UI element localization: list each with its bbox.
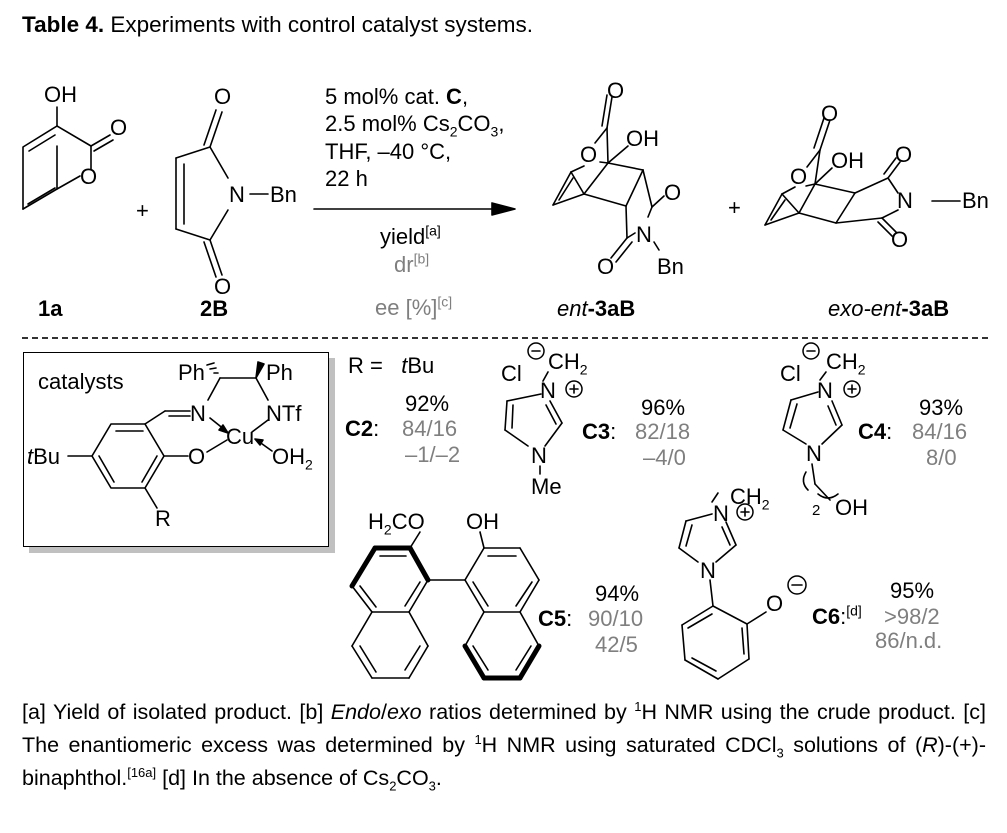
plus-sign: + [728, 195, 741, 220]
atom-cl: Cl [780, 361, 801, 386]
r-group: R = tBu [348, 353, 435, 378]
atom-n-imine: N [190, 401, 206, 426]
atom-ch2: CH2 [548, 349, 588, 378]
atom-o-top: O [607, 78, 625, 103]
compound-label-1a: 1a [38, 296, 63, 321]
c6-dr: >98/2 [884, 604, 940, 629]
atom-oh: OH [466, 509, 499, 534]
c4-ee: 8/0 [926, 445, 957, 470]
c4-yield: 93% [919, 395, 964, 420]
atom-n: N [700, 558, 716, 583]
c3-label: C3: [582, 419, 617, 444]
atom-ph-left: Ph [178, 360, 205, 385]
condition-catalyst: 5 mol% cat. C, [325, 84, 469, 109]
plus-sign: + [136, 198, 149, 223]
atom-bn: Bn [962, 188, 989, 213]
c2-ee: –1/–2 [405, 442, 461, 467]
atom-r: R [155, 506, 171, 531]
atom-oh: OH [831, 148, 864, 173]
condition-solvent-temp: THF, –40 °C, [325, 139, 452, 164]
c3-dr: 82/18 [635, 419, 691, 444]
atom-n: N [531, 443, 547, 468]
atom-oh: OH [626, 126, 659, 151]
compound-label-exo-ent-3ab: exo-ent-3aB [828, 296, 950, 321]
atom-oh2: OH2 [272, 444, 313, 473]
c3-yield: 96% [641, 395, 686, 420]
c4-label: C4: [858, 419, 893, 444]
catalyst-box [23, 352, 329, 547]
atom-bn: Bn [270, 182, 297, 207]
atom-o-right-top: O [895, 142, 913, 167]
atom-n-plus: N [713, 501, 729, 526]
c6-label: C6:[d] [812, 602, 862, 629]
section-divider [22, 337, 988, 339]
table-footnotes: [a] Yield of isolated product. [b] Endo/… [22, 698, 986, 794]
atom-oh: OH [835, 495, 868, 520]
legend-dr: dr[b] [394, 250, 430, 277]
atom-o-ring: O [80, 164, 98, 189]
atom-o-bottom: O [214, 274, 232, 299]
c5-dr: 90/10 [588, 606, 644, 631]
atom-ph-right: Ph [266, 360, 293, 385]
c2-label: C2: [345, 416, 380, 441]
condition-base: 2.5 mol% Cs2CO3, [325, 111, 505, 140]
c2-dr: 84/16 [402, 416, 458, 441]
c4-dr: 84/16 [912, 419, 968, 444]
table-caption: Table 4. Experiments with control cataly… [22, 12, 534, 37]
atom-n: N [229, 182, 245, 207]
atom-o-top: O [821, 101, 839, 126]
c5-yield: 94% [595, 581, 640, 606]
c5-ee: 42/5 [595, 632, 638, 657]
legend-ee: ee [%][c] [375, 293, 453, 320]
atom-n: N [897, 188, 913, 213]
atom-n: N [806, 441, 822, 466]
atom-cl: Cl [501, 361, 522, 386]
atom-oh: OH [44, 82, 77, 107]
legend-yield: yield[a] [380, 222, 441, 249]
atom-o-minus: O [766, 591, 784, 616]
condition-time: 22 h [325, 166, 368, 191]
atom-cu: Cu [226, 424, 255, 449]
atom-ch2: CH2 [730, 484, 770, 513]
c6-ee: 86/n.d. [875, 628, 943, 653]
compound-label-ent-3ab: ent-3aB [557, 296, 636, 321]
c5-label: C5: [538, 606, 573, 631]
atom-n-plus: N [817, 378, 833, 403]
caption-text: Experiments with control catalyst system… [104, 12, 534, 37]
atom-o-carbonyl: O [110, 115, 128, 140]
atom-me: Me [531, 474, 562, 499]
footnote-a: [a] Yield of isolated product. [22, 700, 300, 724]
atom-o-ring: O [790, 164, 808, 189]
atom-bn: Bn [657, 254, 684, 279]
atom-o-ring: O [580, 142, 598, 167]
catalysts-title: catalysts [38, 369, 124, 394]
atom-ntf: NTf [266, 401, 302, 426]
c2-yield: 92% [405, 391, 450, 416]
atom-n-plus: N [540, 378, 556, 403]
atom-h2co: H2CO [368, 509, 425, 538]
atom-ch2: CH2 [826, 349, 866, 378]
atom-n: N [636, 222, 652, 247]
c6-yield: 95% [890, 578, 935, 603]
atom-o-top: O [214, 84, 232, 109]
atom-o-right: O [664, 180, 682, 205]
c3-ee: –4/0 [643, 445, 686, 470]
atom-o-phenolate: O [188, 444, 206, 469]
caption-label: Table 4. [22, 12, 105, 37]
atom-o-right-bottom: O [891, 227, 909, 252]
atom-o-bottom: O [597, 254, 615, 279]
compound-label-2b: 2B [200, 296, 229, 321]
atom-tbu: tBu [27, 444, 61, 469]
repeat-count: 2 [812, 502, 821, 519]
